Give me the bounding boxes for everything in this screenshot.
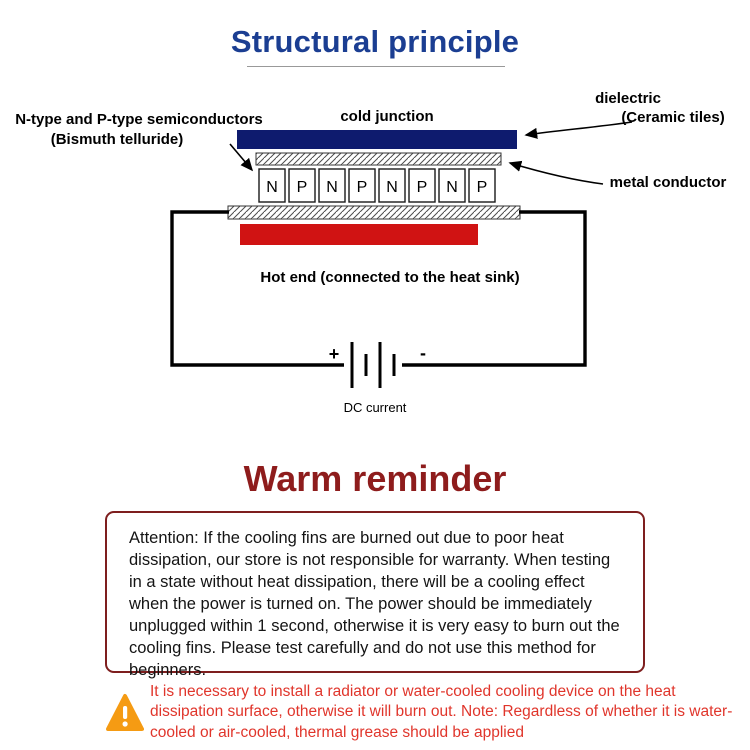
np-block-label: P xyxy=(297,179,308,196)
cold-junction-label: cold junction xyxy=(340,108,433,125)
reminder-text: Attention: If the cooling fins are burne… xyxy=(129,529,620,679)
np-block-label: P xyxy=(417,179,428,196)
dc-current-label: DC current xyxy=(344,400,407,415)
semiconductor-row: N P N P N P N P xyxy=(258,168,496,203)
semiconductor-block xyxy=(378,168,406,203)
metal-conductor-strip-top xyxy=(255,152,502,166)
cold-junction-bar xyxy=(237,130,517,149)
reminder-box: Attention: If the cooling fins are burne… xyxy=(105,511,645,679)
title-underline xyxy=(247,66,505,67)
battery-plus-label: + xyxy=(329,344,340,364)
circuit-wire-left xyxy=(170,210,344,367)
np-block-label: N xyxy=(266,179,278,196)
bismuth-telluride-label: (Bismuth telluride) xyxy=(51,131,184,148)
hot-end-label: Hot end (connected to the heat sink) xyxy=(260,269,519,286)
np-block-label: P xyxy=(357,179,368,196)
semiconductor-block xyxy=(288,168,316,203)
dielectric-label: dielectric xyxy=(595,90,661,107)
page-title: Structural principle xyxy=(230,24,520,59)
reminder-title: Warm reminder xyxy=(243,458,507,499)
np-block-label: P xyxy=(477,179,488,196)
semiconductor-arrow xyxy=(229,143,254,172)
semiconductor-block xyxy=(468,168,496,203)
warning-triangle-icon xyxy=(106,694,144,731)
battery-symbol xyxy=(350,342,396,388)
semiconductor-block xyxy=(318,168,346,203)
semiconductor-block xyxy=(348,168,376,203)
semiconductor-block xyxy=(408,168,436,203)
circuit-wire-right xyxy=(402,210,587,367)
metal-conductor-arrow xyxy=(508,160,604,185)
structure-diagram: cold junction dielectric (Ceramic tiles)… xyxy=(15,90,727,415)
battery-minus-label: - xyxy=(420,343,426,363)
semiconductor-block xyxy=(258,168,286,203)
semiconductor-block xyxy=(438,168,466,203)
np-block-label: N xyxy=(386,179,398,196)
dielectric-arrow xyxy=(524,121,633,139)
np-block-label: N xyxy=(326,179,338,196)
np-block-label: N xyxy=(446,179,458,196)
hot-end-bar xyxy=(240,224,478,245)
metal-conductor-label: metal conductor xyxy=(610,174,727,191)
ceramic-tiles-label: (Ceramic tiles) xyxy=(621,109,724,126)
np-semiconductors-label: N-type and P-type semiconductors xyxy=(15,111,263,128)
warning-text: It is necessary to install a radiator or… xyxy=(150,683,733,741)
metal-conductor-strip-bottom xyxy=(227,205,521,220)
